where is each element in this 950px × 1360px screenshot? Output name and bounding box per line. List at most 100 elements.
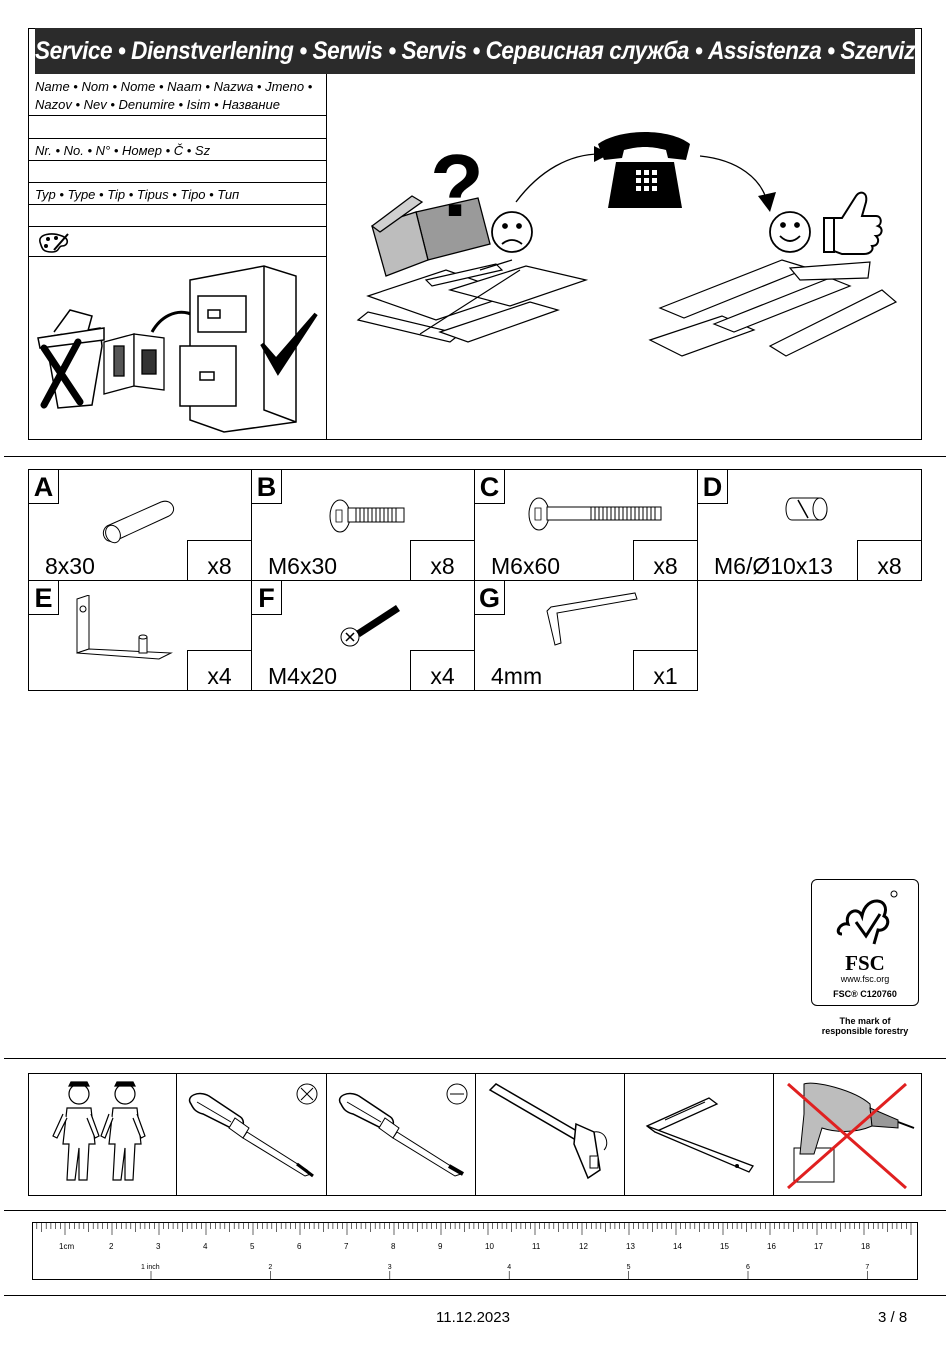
type-label: Typ • Type • Tip • Tipus • Tipo • Тип <box>35 187 240 202</box>
hardware-size: 4mm <box>491 663 543 689</box>
divider <box>28 204 326 205</box>
hardware-letter: G <box>475 581 505 615</box>
open-box-icon <box>370 195 491 277</box>
tool-cell-two-person <box>28 1073 177 1196</box>
connector-bolt-long-icon <box>528 497 662 531</box>
tool-cell-phillips <box>176 1073 327 1196</box>
fsc-caption: The mark of responsible forestry <box>800 1016 930 1036</box>
hardware-letter: E <box>29 581 59 615</box>
flat-screwdriver-icon <box>338 1083 468 1177</box>
tool-cell-flat <box>326 1073 476 1196</box>
ruler-inch-label: 4 <box>507 1264 511 1271</box>
flat-panels-unsorted <box>356 259 589 343</box>
telephone-icon <box>598 132 690 208</box>
fsc-logo: FSC www.fsc.org FSC® C120760 <box>811 879 919 1006</box>
divider <box>28 138 326 139</box>
ruler-cm-label: 18 <box>861 1242 870 1251</box>
hardware-letter: B <box>252 470 282 504</box>
hardware-letter: C <box>475 470 505 504</box>
ruler-inch-label: 6 <box>746 1264 750 1271</box>
sad-face-icon <box>491 211 533 253</box>
hardware-qty: x4 <box>410 650 474 690</box>
hardware-qty: x8 <box>187 540 251 580</box>
question-mark-icon: ? <box>430 136 484 235</box>
tool-cell-no-drill <box>773 1073 922 1196</box>
hardware-qty: x8 <box>410 540 474 580</box>
ruler-cm-label: 14 <box>673 1242 682 1251</box>
ruler-cm-label: 1cm <box>59 1242 74 1251</box>
hardware-size: 8x30 <box>45 553 95 579</box>
hardware-item-c: C M6x60 x8 <box>474 469 698 581</box>
hardware-item-e: E x4 <box>28 580 252 691</box>
fsc-caption-line1: The mark of <box>839 1016 891 1026</box>
phillips-screwdriver-icon <box>188 1083 318 1178</box>
l-bracket-icon <box>76 595 173 660</box>
fsc-caption-line2: responsible forestry <box>821 1026 909 1036</box>
ruler-cm-label: 5 <box>250 1242 255 1251</box>
hardware-qty: x1 <box>633 650 697 690</box>
manual-booklet-icon <box>103 333 165 395</box>
ruler-cm-label: 4 <box>203 1242 208 1251</box>
ruler-cm-label: 3 <box>156 1242 161 1251</box>
divider <box>28 160 326 161</box>
ruler-cm-label: 6 <box>297 1242 302 1251</box>
hardware-size: M6x60 <box>491 553 561 579</box>
divider <box>28 256 326 257</box>
two-person-assembly-icon <box>52 1081 146 1181</box>
hardware-item-g: G 4mm x1 <box>474 580 698 691</box>
fsc-tree-icon <box>836 890 898 945</box>
hardware-item-b: B M6x30 x8 <box>251 469 475 581</box>
allen-key-icon <box>546 592 638 646</box>
number-label: Nr. • No. • N° • Номер • Č • Sz <box>35 143 211 158</box>
happy-face-icon <box>769 211 811 253</box>
ruler-cm-label: 17 <box>814 1242 823 1251</box>
section-rule <box>4 456 946 457</box>
section-rule <box>4 1295 946 1296</box>
ruler-cm-label: 9 <box>438 1242 443 1251</box>
name-label-line1: Name • Nom • Nome • Naam • Nazwa • Jmeno… <box>35 79 313 94</box>
hardware-item-d: D M6/Ø10x13 x8 <box>697 469 922 581</box>
ruler-cm-label: 16 <box>767 1242 776 1251</box>
ruler-inch-label: 5 <box>627 1264 631 1271</box>
hardware-item-f: F M4x20 x4 <box>251 580 475 691</box>
hardware-qty: x8 <box>857 540 921 580</box>
section-rule <box>4 1210 946 1211</box>
ruler-inch-label: 3 <box>388 1264 392 1271</box>
service-illustration: ? <box>356 132 898 357</box>
ruler-inch-label: 2 <box>268 1264 272 1271</box>
section-rule <box>4 1058 946 1059</box>
name-label-line2: Nazov • Nev • Denumire • Isim • Название <box>35 97 280 112</box>
hardware-letter: D <box>698 470 728 504</box>
fsc-text: FSC <box>845 951 885 975</box>
ruler-cm-label: 12 <box>579 1242 588 1251</box>
ruler-inch-label: 1 inch <box>141 1264 160 1271</box>
hardware-size: M4x20 <box>268 663 338 689</box>
ruler-cm-label: 13 <box>626 1242 635 1251</box>
ruler-cm-label: 15 <box>720 1242 729 1251</box>
screw-icon <box>340 605 400 647</box>
palette-icon <box>39 233 69 253</box>
flat-panels-sorted <box>648 259 898 357</box>
divider <box>28 115 326 116</box>
divider <box>28 182 326 183</box>
divider <box>28 226 326 227</box>
hardware-letter: A <box>29 470 59 504</box>
tool-cell-hammer <box>475 1073 625 1196</box>
ruler-cm-label: 11 <box>532 1242 541 1251</box>
thumbs-up-icon <box>823 191 883 255</box>
hammer-icon <box>488 1083 608 1180</box>
fsc-url: www.fsc.org <box>840 974 890 984</box>
hardware-item-a: A 8x30 x8 <box>28 469 252 581</box>
tool-cell-square <box>624 1073 774 1196</box>
page-number: 3 / 8 <box>878 1309 908 1326</box>
barrel-nut-icon <box>785 497 828 521</box>
connector-bolt-short-icon <box>329 499 405 533</box>
try-square-icon <box>645 1097 754 1173</box>
filing-cabinet-icon <box>179 265 297 433</box>
hardware-qty: x8 <box>633 540 697 580</box>
hardware-qty: x4 <box>187 650 251 690</box>
column-divider <box>326 74 327 440</box>
ruler-cm-label: 10 <box>485 1242 494 1251</box>
